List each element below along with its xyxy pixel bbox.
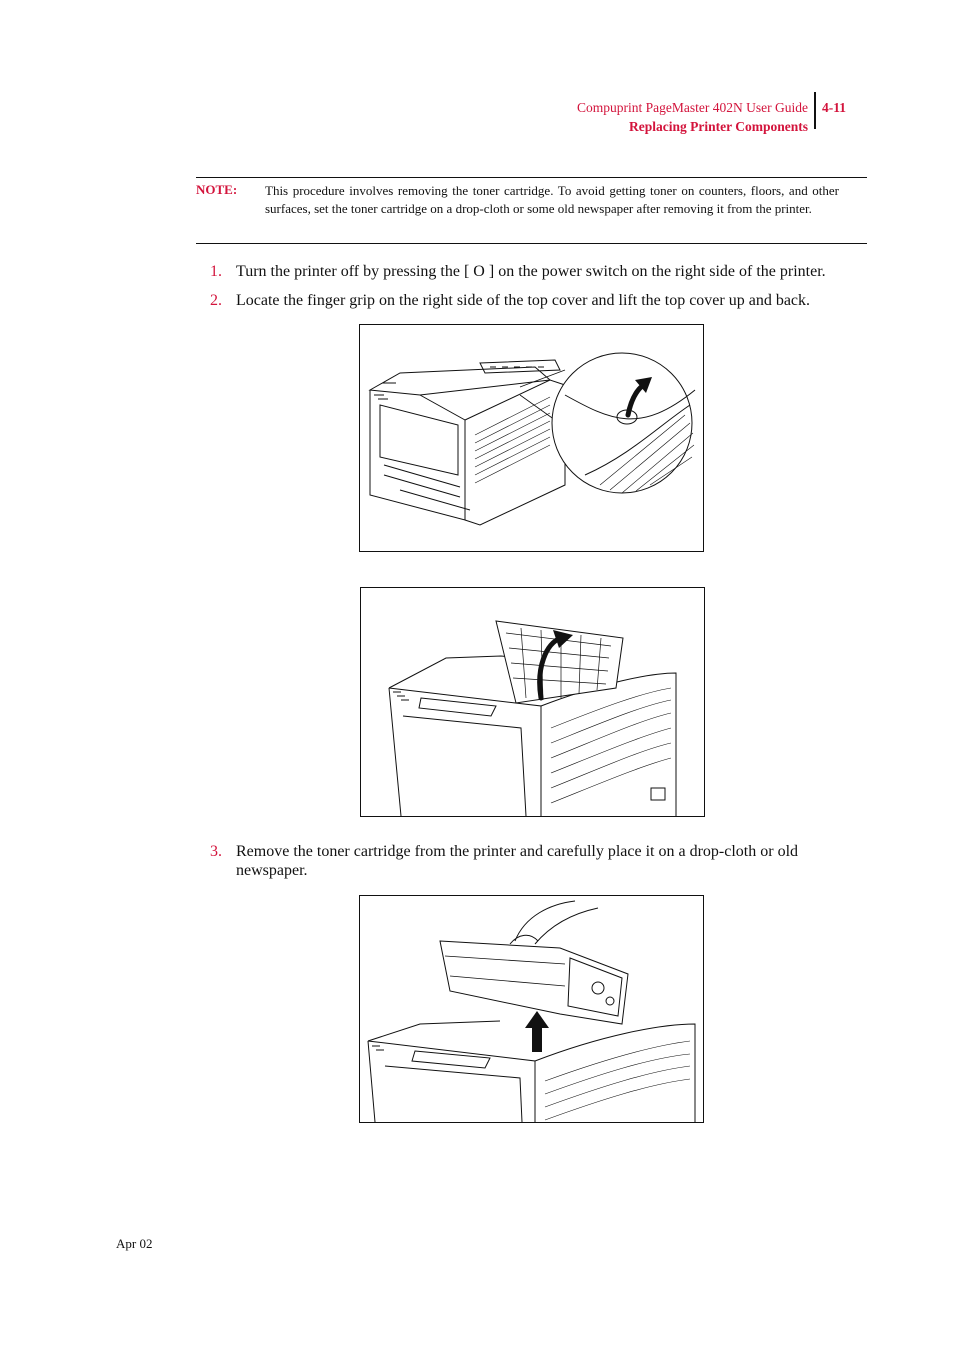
guide-title: Compuprint PageMaster 402N User Guide	[577, 100, 808, 115]
step-text: Remove the toner cartridge from the prin…	[236, 843, 799, 879]
page-number: 4-11	[822, 100, 847, 115]
printer-illustration	[368, 359, 566, 526]
hand-illustration	[509, 900, 599, 945]
lift-arrow-icon	[625, 377, 652, 418]
lift-arrow-icon	[525, 1011, 549, 1052]
step-number: 3.	[210, 843, 222, 860]
section-title: Replacing Printer Components	[629, 119, 808, 134]
step-text: Locate the finger grip on the right side…	[236, 292, 811, 309]
figure-remove-cartridge	[359, 895, 704, 1123]
toner-cartridge	[439, 940, 629, 1025]
figure-finger-grip	[359, 324, 704, 552]
note-text: This procedure involves removing the ton…	[265, 183, 839, 216]
note-label: NOTE:	[196, 182, 238, 197]
printer-illustration	[367, 1020, 696, 1122]
lift-arrow-icon	[537, 630, 573, 701]
magnifier-leader	[519, 369, 566, 421]
step-number: 2.	[210, 292, 222, 309]
header-divider	[814, 92, 816, 129]
figure-open-cover	[360, 587, 705, 817]
step-text: Turn the printer off by pressing the [ O…	[236, 263, 826, 280]
note-top-rule	[196, 177, 867, 178]
footer-date: Apr 02	[116, 1236, 153, 1251]
step-number: 1.	[210, 263, 222, 280]
printer-illustration	[388, 655, 677, 816]
note-bottom-rule	[196, 243, 867, 244]
magnifier-circle	[551, 352, 696, 494]
